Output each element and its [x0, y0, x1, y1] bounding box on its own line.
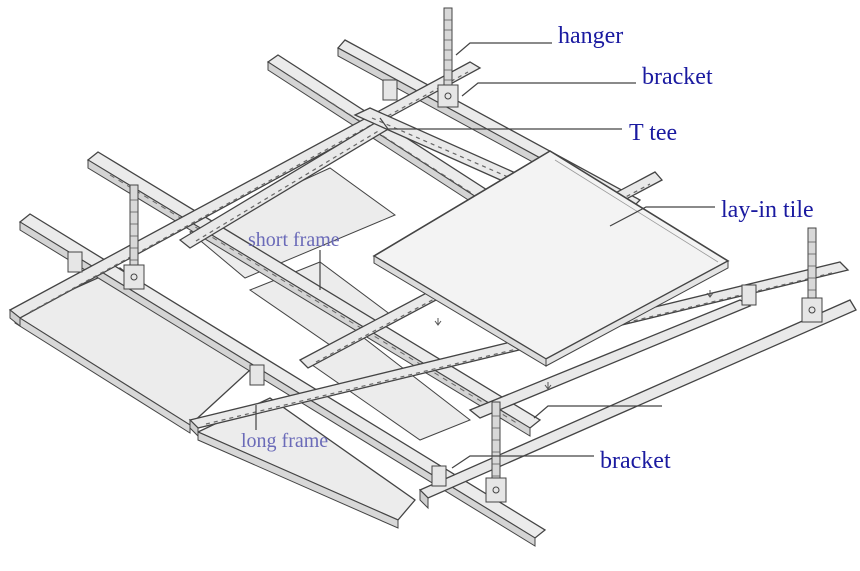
label-hanger: hanger	[558, 23, 624, 49]
t-tee-frame	[353, 107, 752, 419]
label-long-frame: long frame	[241, 430, 329, 452]
leader-t-tee	[379, 117, 622, 130]
hanger-rod-left	[123, 184, 145, 290]
leader-bracket-bottom	[451, 455, 594, 469]
runner-brackets	[67, 79, 757, 487]
ceiling-panel-1	[13, 267, 252, 434]
label-bracket-bottom: bracket	[600, 448, 671, 474]
leader-lay-in-tile	[609, 206, 715, 227]
label-lay-in-tile: lay-in tile	[721, 197, 814, 223]
label-short-frame: short frame	[248, 229, 340, 251]
leader-hanger	[455, 42, 552, 56]
leader-bracket-top	[461, 82, 636, 97]
hanger-rod-right	[801, 227, 823, 323]
label-bracket-top: bracket	[642, 64, 713, 90]
leader-bracket-bottom-2	[533, 405, 662, 419]
clip-marks	[434, 290, 714, 390]
cross-runner-1	[8, 61, 482, 328]
hanger-rod-top	[437, 7, 459, 108]
main-runner-4	[18, 213, 547, 547]
leader-lines	[255, 42, 715, 469]
hanger-rod-bottom	[485, 401, 507, 503]
cross-runner-5	[418, 299, 857, 510]
lay-in-tile	[372, 150, 730, 367]
label-t-tee: T tee	[629, 120, 678, 146]
